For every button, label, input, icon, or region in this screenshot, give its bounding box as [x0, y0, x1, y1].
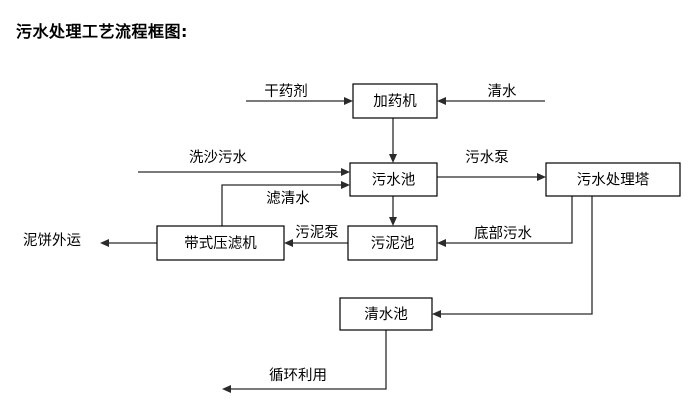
terminal-label-clean-water-in: 清水 — [488, 83, 517, 100]
terminal-label-mud-cake-out: 泥饼外运 — [23, 232, 81, 249]
edge-label-sludge-pump: 污泥泵 — [295, 224, 339, 241]
flow-dosing-machine-to-sewage-pool — [389, 118, 397, 163]
node-label-sewage-pool: 污水池 — [372, 172, 416, 189]
flow-treatment-tower-to-clear-water-pool — [432, 196, 593, 318]
edge-label-bottom-sewage: 底部污水 — [474, 225, 532, 242]
flow-sewage-pool-to-sludge-pool — [389, 196, 397, 226]
edge-label-filtrate: 滤清水 — [266, 190, 310, 207]
flow-filtrate-to-sewage-pool — [221, 181, 350, 226]
flow-dry-chemical-to-dosing-machine — [246, 97, 353, 105]
flow-belt-filter-press-to-mud-cake-out — [100, 239, 157, 247]
flow-sand-wash-sewage-to-sewage-pool — [138, 168, 350, 176]
node-label-dosing-machine: 加药机 — [373, 93, 417, 110]
terminal-label-sand-wash-sewage: 洗沙污水 — [189, 149, 247, 166]
node-label-treatment-tower: 污水处理塔 — [577, 172, 650, 189]
node-sewage-pool[interactable]: 污水池 — [349, 162, 438, 197]
edge-label-recycle-use: 循环利用 — [269, 367, 327, 384]
node-belt-filter-press[interactable]: 带式压滤机 — [156, 225, 285, 261]
node-clear-water-pool[interactable]: 清水池 — [339, 297, 433, 331]
flow-treatment-tower-bottom-sewage-to-sludge-pool — [437, 196, 573, 247]
node-treatment-tower[interactable]: 污水处理塔 — [545, 162, 681, 197]
flow-clean-water-to-dosing-machine — [437, 97, 545, 105]
flow-clear-water-pool-to-recycle — [222, 330, 387, 393]
node-label-clear-water-pool: 清水池 — [364, 306, 408, 323]
page-title: 污水处理工艺流程框图: — [16, 22, 188, 41]
flow-sewage-pool-to-treatment-tower — [437, 173, 546, 181]
node-dosing-machine[interactable]: 加药机 — [352, 83, 438, 119]
flow-sludge-pool-to-belt-filter-press — [284, 239, 348, 247]
node-sludge-pool[interactable]: 污泥池 — [347, 225, 438, 261]
edge-label-sewage-pump: 污水泵 — [465, 149, 509, 166]
node-label-belt-filter-press: 带式压滤机 — [184, 235, 257, 252]
terminal-label-dry-chemical: 干药剂 — [264, 83, 308, 100]
node-label-sludge-pool: 污泥池 — [371, 235, 415, 252]
